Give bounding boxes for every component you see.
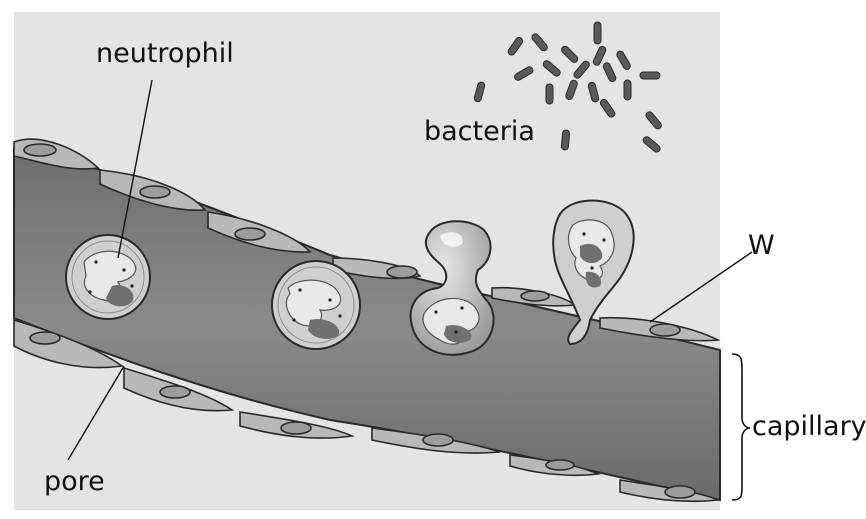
bacteria-label: bacteria xyxy=(424,118,535,145)
capillary-bracket xyxy=(732,354,750,500)
w-label: W xyxy=(748,232,775,259)
neutrophil-2 xyxy=(272,261,360,349)
neutrophil-label: neutrophil xyxy=(96,40,234,67)
neutrophil-1 xyxy=(66,235,150,319)
capillary-label: capillary xyxy=(752,413,866,440)
pore-label: pore xyxy=(44,468,105,495)
